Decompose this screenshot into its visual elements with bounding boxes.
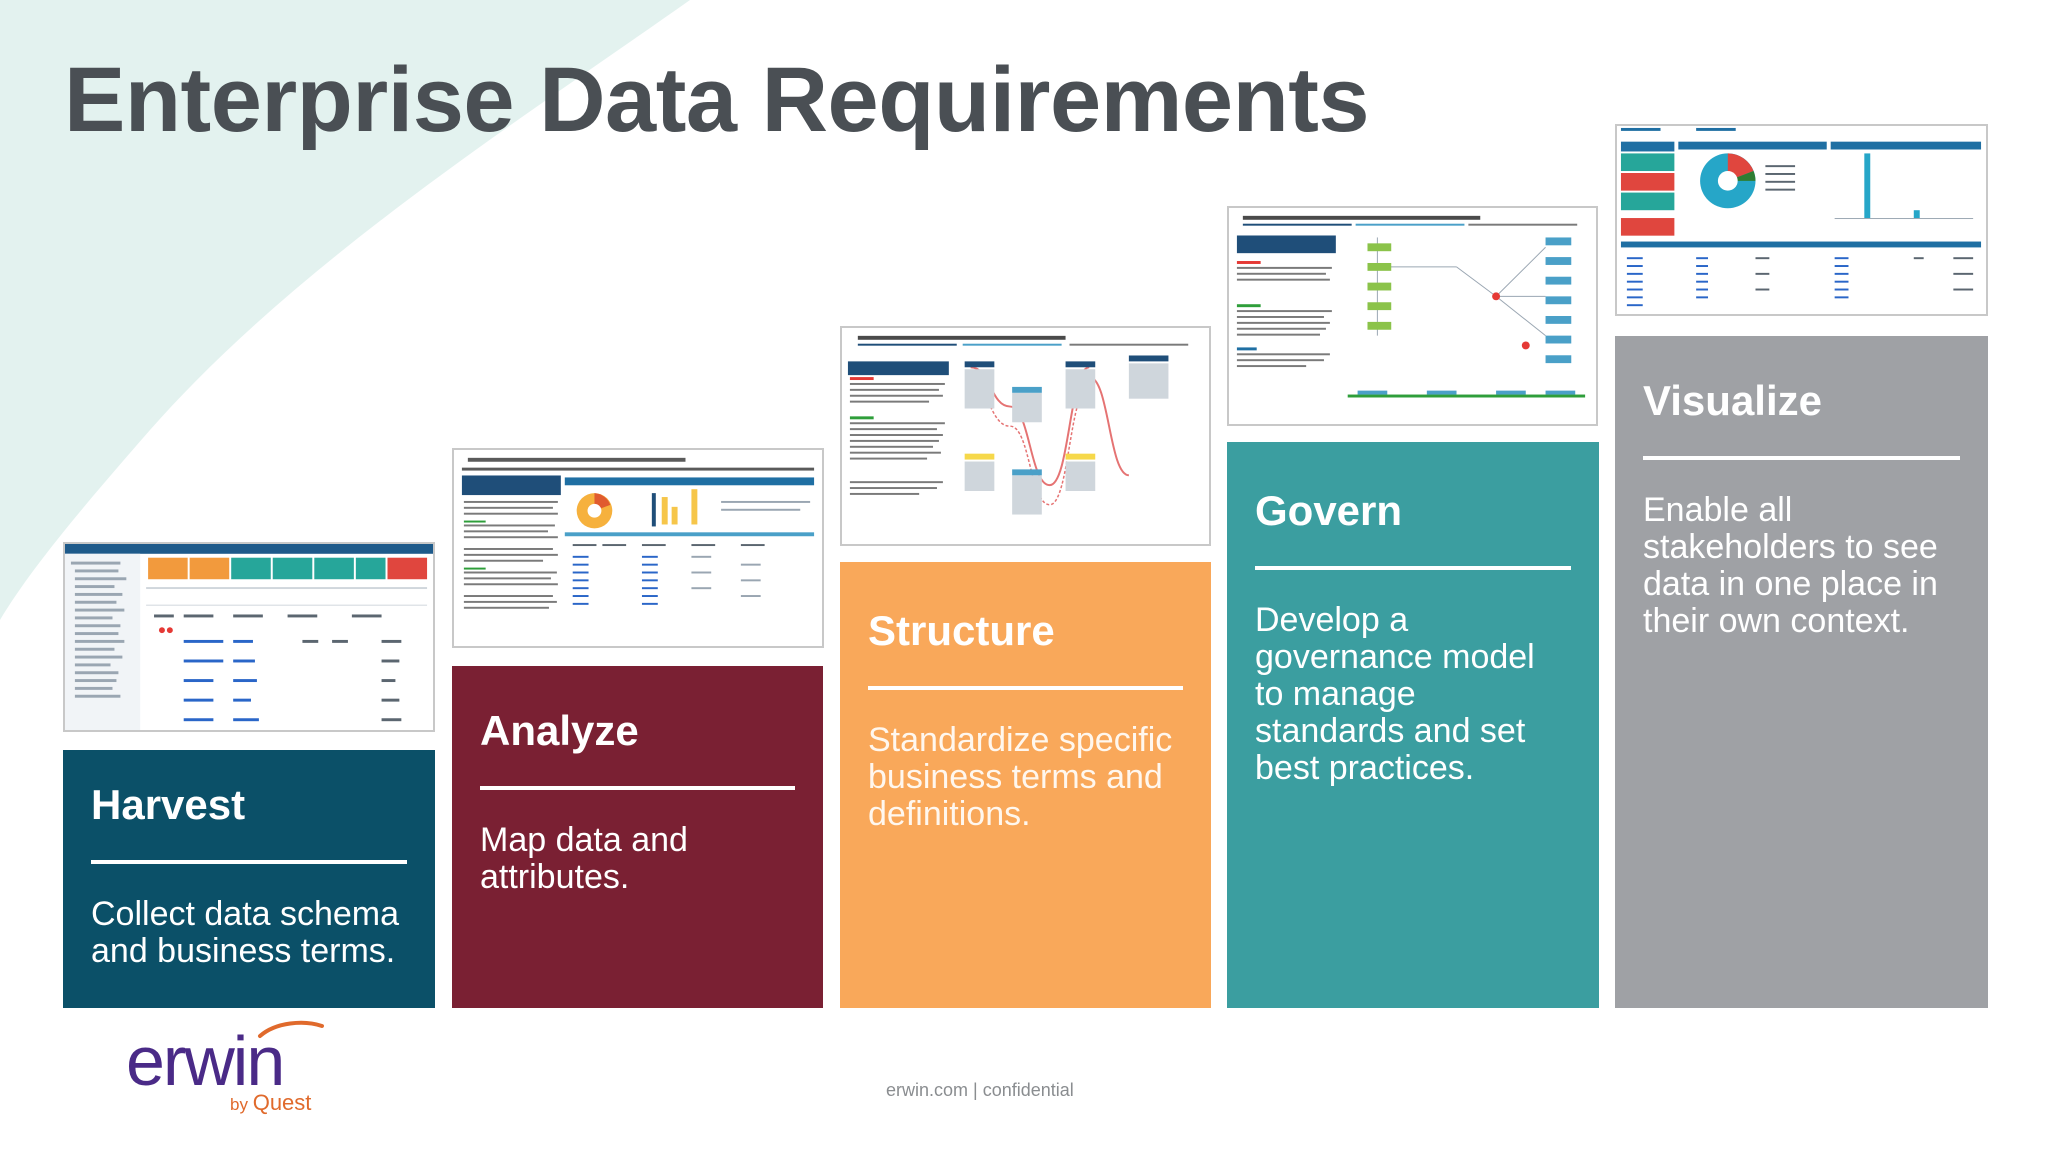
dashboard-screenshot-thumbnail bbox=[452, 448, 824, 648]
lineage-screenshot-thumbnail bbox=[840, 326, 1211, 546]
analyze-card: Analyze Map data and attributes. bbox=[452, 666, 823, 1008]
card-divider bbox=[868, 686, 1183, 690]
workflow-screenshot-thumbnail bbox=[1227, 206, 1598, 426]
card-heading: Visualize bbox=[1643, 377, 1822, 424]
card-heading: Harvest bbox=[91, 781, 246, 828]
govern-card: Govern Develop a governance model to man… bbox=[1227, 442, 1599, 1008]
card-heading: Govern bbox=[1255, 487, 1403, 534]
footer-text: erwin.com | confidential bbox=[886, 1080, 1074, 1100]
card-divider bbox=[1643, 456, 1960, 460]
card-divider bbox=[91, 860, 407, 864]
card-description: Map data and attributes. bbox=[480, 821, 688, 896]
report-screenshot-thumbnail bbox=[1615, 124, 1988, 316]
logo-arc-icon bbox=[258, 1020, 324, 1038]
card-description: Develop a governance model to manage sta… bbox=[1255, 601, 1535, 787]
card-description: Collect data schema and business terms. bbox=[91, 895, 400, 970]
logo-wordmark: erwin bbox=[126, 1022, 285, 1100]
logo-brand-text: Quest bbox=[252, 1090, 312, 1115]
card-divider bbox=[1255, 566, 1571, 570]
card-heading: Structure bbox=[868, 607, 1055, 654]
harvest-card: Harvest Collect data schema and business… bbox=[63, 750, 435, 1008]
card-description: Standardize specific business terms and … bbox=[868, 721, 1173, 833]
card-description: Enable all stakeholders to see data in o… bbox=[1643, 491, 1938, 640]
catalog-screenshot-thumbnail bbox=[63, 542, 435, 732]
logo-byline: by Quest bbox=[230, 1090, 311, 1116]
visualize-card: Visualize Enable all stakeholders to see… bbox=[1615, 336, 1988, 1008]
logo-by-text: by bbox=[230, 1095, 248, 1114]
card-divider bbox=[480, 786, 795, 790]
erwin-logo: erwin by Quest bbox=[126, 1020, 326, 1116]
structure-card: Structure Standardize specific business … bbox=[840, 562, 1211, 1008]
card-heading: Analyze bbox=[480, 707, 639, 754]
slide-title: Enterprise Data Requirements bbox=[64, 49, 1370, 151]
